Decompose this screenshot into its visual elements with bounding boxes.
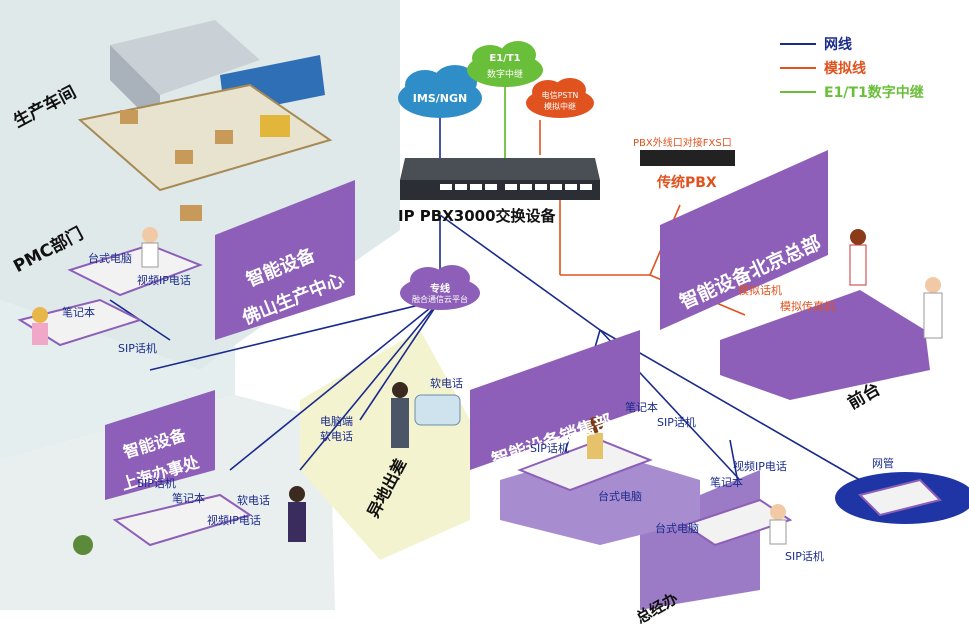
trip-label-pc: 电脑端 [320,415,353,428]
foshan-label-laptop: 笔记本 [62,306,95,319]
beijing-banner-shape [660,150,828,330]
private-cloud-label-1: 专线 [430,284,450,295]
gm-label-video-phone: 视频IP电话 [733,460,787,473]
foshan-label-video-phone: 视频IP电话 [137,274,191,287]
legend-item-analog: 模拟线 [780,58,866,78]
people [32,227,943,545]
pstn-cloud [526,78,594,118]
front-desk-shape [720,290,930,400]
foshan-label-desktop: 台式电脑 [88,252,132,265]
netmgmt-label: 网管 [872,457,894,470]
ip-pbx-label: IP PBX3000交换设备 [398,207,556,225]
ims-cloud-label: IMS/NGN [412,92,468,105]
sales-label-desktop: 台式电脑 [598,490,642,503]
legend-swatch [780,91,816,93]
legacy-pbx-caption: PBX外线口对接FXS口 [633,138,732,149]
trip-zone [300,330,470,560]
ip-pbx-device [400,158,600,200]
legend-item-e1t1: E1/T1数字中继 [780,82,924,102]
sales-label-laptop: 笔记本 [625,401,658,414]
private-line-cloud [400,265,480,310]
ims-cloud [398,65,482,118]
legacy-pbx-device [640,150,735,166]
legend-swatch [780,43,816,45]
sales-label-sip-phone-right: SIP话机 [657,416,696,429]
legacy-pbx-title: 传统PBX [657,175,717,191]
factory-illustration [77,20,333,221]
legend-swatch [780,67,816,69]
shanghai-banner-shape [105,390,215,500]
shanghai-label-softphone: 软电话 [237,494,270,507]
sales-label-sip-phone-left: SIP话机 [530,442,569,455]
pstn-cloud-label-2: 模拟中继 [544,102,576,111]
e1t1-cloud-label-1: E1/T1 [489,53,521,64]
e1t1-cloud-label-2: 数字中继 [486,70,523,80]
trip-label-softphone: 软电话 [430,377,463,390]
legend-label: E1/T1数字中继 [824,85,924,101]
gm-label-laptop: 笔记本 [710,476,743,489]
foshan-banner-shape [215,180,355,340]
trip-label-softphone-pc: 软电话 [320,430,353,443]
legend-label: 网线 [824,37,852,53]
gm-label-sip-phone: SIP话机 [785,550,824,563]
beijing-label-analog-phone: 模拟话机 [738,284,782,297]
legend-item-network: 网线 [780,34,852,54]
beijing-label-analog-fax: 模拟传真机 [780,300,835,313]
shanghai-label-video-phone: 视频IP电话 [207,514,261,527]
gm-desk-shape [640,470,760,610]
e1t1-cloud [467,41,543,87]
office-furniture [17,243,942,547]
shanghai-zone [0,395,335,610]
plant-illustration [73,535,93,555]
sales-banner-shape [470,330,640,470]
pstn-cloud-label-1: 电信PSTN [541,91,579,100]
legend-label: 模拟线 [824,61,866,77]
gm-label-desktop: 台式电脑 [655,522,699,535]
shanghai-label-sip-phone: SIP话机 [137,477,176,490]
private-cloud-label-2: 融合通信云平台 [412,295,468,304]
shanghai-label-laptop: 笔记本 [172,492,205,505]
network-lines [109,214,861,521]
bus-illustration [414,394,461,426]
foshan-label-sip-phone: SIP话机 [118,342,157,355]
